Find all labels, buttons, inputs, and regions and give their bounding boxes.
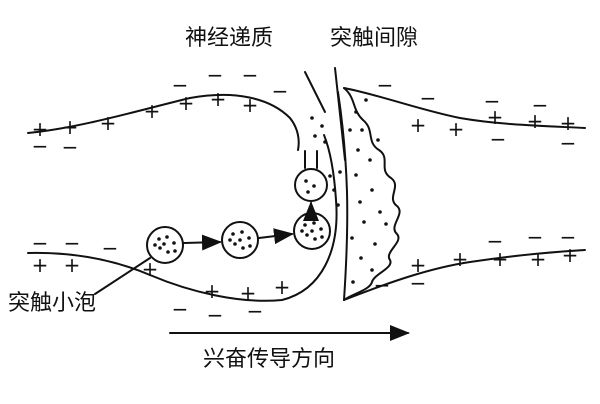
positive-charge: + [562, 243, 579, 267]
positive-charge: + [410, 113, 427, 137]
positive-charge: + [142, 257, 159, 281]
positive-charge: + [62, 115, 79, 139]
negative-charge: − [484, 89, 501, 113]
negative-charge: − [32, 134, 49, 158]
negative-charge: − [32, 231, 49, 255]
positive-charge: + [100, 111, 117, 135]
positive-charge: + [204, 279, 221, 303]
positive-charge: + [64, 253, 81, 277]
synaptic-vesicle-label: 突触小泡 [8, 291, 97, 316]
negative-charge: − [272, 79, 289, 103]
vesicle-leader [94, 257, 151, 295]
negative-charge: − [374, 273, 391, 297]
postsynaptic-wavy-membrane [343, 87, 401, 301]
presynaptic-membrane-upper [27, 93, 300, 151]
negative-charge: − [102, 236, 119, 260]
synaptic-cleft-line [337, 91, 349, 301]
negative-charge: − [487, 229, 504, 253]
positive-charge: + [32, 117, 49, 141]
positive-charge: + [240, 281, 257, 305]
positive-charge: + [32, 253, 49, 277]
positive-charge: + [210, 87, 227, 111]
positive-charge: + [452, 247, 469, 271]
negative-charge: − [64, 231, 81, 255]
neurotransmitter-label: 神经递质 [185, 26, 274, 51]
synaptic-cleft-leader [334, 67, 346, 161]
positive-charge: + [410, 253, 427, 277]
positive-charge: + [487, 105, 504, 129]
negative-charge: − [172, 73, 189, 97]
negative-charge: − [532, 93, 549, 117]
positive-charge: + [527, 109, 544, 133]
neurotransmitter-leader [304, 71, 326, 113]
negative-charge: − [560, 131, 577, 155]
positive-charge: + [274, 275, 291, 299]
positive-charge: + [448, 117, 465, 141]
synaptic-vesicle [221, 221, 259, 259]
positive-charge: + [530, 247, 547, 271]
conduction-direction-label: 兴奋传导方向 [203, 347, 336, 372]
positive-charge: + [144, 99, 161, 123]
vesicle-arrow [258, 228, 294, 245]
charge-symbols: + + + + + + + − − − − − − − − − + + + + … [32, 63, 579, 327]
negative-charge: − [62, 135, 79, 159]
negative-charge: − [172, 297, 189, 321]
neurotransmitter-molecules [153, 98, 388, 284]
negative-charge: − [377, 73, 394, 97]
synaptic-vesicle [146, 226, 184, 264]
postsynaptic-membrane-lower [343, 249, 586, 301]
positive-charge: + [242, 93, 259, 117]
positive-charge: + [560, 111, 577, 135]
positive-charge: + [492, 247, 509, 271]
negative-charge: − [527, 225, 544, 249]
negative-charge: − [420, 86, 437, 110]
negative-charge: − [560, 225, 577, 249]
vesicle-arrow [183, 234, 222, 251]
negative-charge: − [207, 63, 224, 87]
negative-charge: − [410, 271, 427, 295]
negative-charge: − [242, 63, 259, 87]
negative-charge: − [490, 127, 507, 151]
fusing-vesicle [294, 168, 328, 202]
negative-charge: − [207, 303, 224, 327]
synaptic-cleft-label: 突触间隙 [330, 26, 419, 51]
postsynaptic-membrane-upper [343, 87, 586, 129]
positive-charge: + [178, 91, 195, 115]
negative-charge: − [247, 299, 264, 323]
